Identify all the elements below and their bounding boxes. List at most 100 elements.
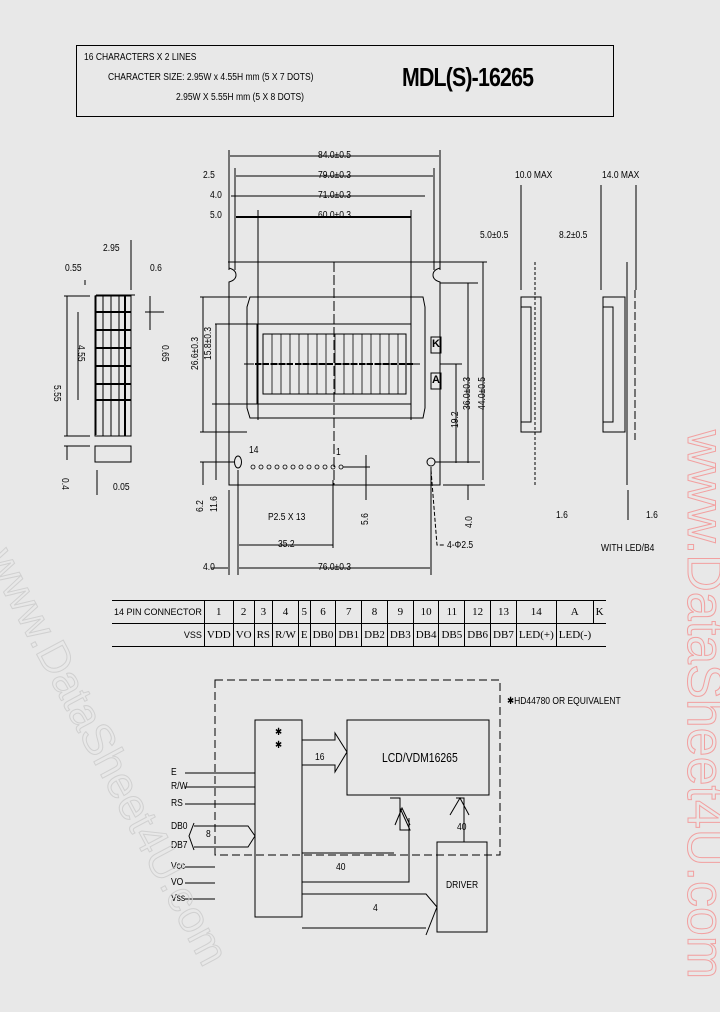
pin-number: 2	[232, 600, 255, 624]
spec-line-1: 16 CHARACTERS X 2 LINES	[84, 52, 197, 63]
pin-number: 14	[515, 600, 557, 624]
dim-offset-2-5: 2.5	[203, 170, 215, 181]
dim-char-pitch: 2.95	[103, 243, 120, 254]
pin-signal: VDD	[203, 623, 234, 647]
pin-signal: DB0	[309, 623, 336, 647]
pin-number: 4	[272, 600, 299, 624]
dim-view-height: 15.8±0.3	[203, 326, 214, 360]
input-vo: VO	[171, 877, 184, 888]
pin-14-label: 14	[249, 445, 259, 456]
pin-signal: DB7	[490, 623, 517, 647]
input-vcc: Vcc	[171, 861, 186, 872]
pin-signal: DB2	[361, 623, 388, 647]
dim-offset-5-0: 5.0	[210, 210, 222, 221]
side-views	[520, 185, 637, 520]
dim-pin-offset: 35.2	[278, 539, 295, 550]
pin-signal: VO	[232, 623, 255, 647]
block-diagram	[185, 679, 501, 936]
top-dimensions	[228, 150, 441, 420]
pin-number: 5	[297, 600, 311, 624]
with-led-caption: WITH LED/B4	[601, 543, 655, 554]
pin-signal: R/W	[272, 623, 299, 647]
dim-offset-4-0: 4.0	[210, 190, 222, 201]
dim-dot-space: 0.05	[113, 482, 130, 493]
dim-19-2: 19.2	[450, 411, 461, 428]
pin-signal: VSS	[183, 630, 202, 640]
pin-signal: LED(+)	[515, 623, 557, 647]
bus-8: 8	[206, 829, 211, 840]
pin-signal: DB5	[438, 623, 465, 647]
pin-signal: DB3	[386, 623, 414, 647]
bus-16: 16	[315, 752, 325, 763]
pin-number: 9	[386, 600, 414, 624]
table-title: 14 PIN CONNECTOR	[114, 607, 202, 617]
pin-number: 8	[361, 600, 388, 624]
driver-label: DRIVER	[446, 880, 479, 891]
pin-signal: DB4	[412, 623, 439, 647]
dim-overall-height: 26.6±0.3	[190, 336, 201, 370]
pin-number: 3	[253, 600, 273, 624]
model-title: MDL(S)-16265	[402, 62, 534, 92]
pin-signal: DB1	[335, 623, 362, 647]
side-left-thick: 1.6	[556, 510, 568, 521]
input-e: E	[171, 767, 177, 778]
dim-dot-gap: 0.6	[150, 263, 162, 274]
dim-dot-pitch: 0.55	[65, 263, 82, 274]
hole-callout: 4-Φ2.5	[447, 540, 474, 551]
spec-line-3: 2.95W X 5.55H mm (5 X 8 DOTS)	[176, 92, 305, 103]
pin-number: 11	[438, 600, 465, 624]
dim-5-6: 5.6	[360, 513, 371, 525]
hd44780-note: ✱HD44780 OR EQUIVALENT	[507, 696, 621, 707]
pin-signal-row: VSS VDD VO RS R/W E DB0 DB1 DB2 DB3 DB4 …	[112, 623, 606, 647]
dim-overall-width: 84.0±0.5	[318, 150, 352, 161]
dim-4-0-right: 4.0	[464, 516, 475, 528]
pin-signal: RS	[253, 623, 273, 647]
right-dimensions	[343, 261, 487, 546]
side-right-max: 14.0 MAX	[602, 170, 640, 181]
dim-char-height-7: 4.55	[75, 345, 86, 362]
pin-signal: DB6	[464, 623, 491, 647]
dim-viewing-width: 71.0±0.3	[318, 190, 352, 201]
side-left-max: 10.0 MAX	[515, 170, 553, 181]
dim-36-0: 36.0±0.3	[462, 376, 473, 410]
bus-40-b: 40	[457, 822, 467, 833]
pin-number-row: 14 PIN CONNECTOR 1 2 3 4 5 6 7 8 9 10 11…	[112, 600, 606, 624]
dim-active-width: 60.0±0.3	[318, 210, 352, 221]
input-db7: DB7	[171, 840, 188, 851]
input-rs: RS	[171, 798, 183, 809]
dim-dot-height: 0.65	[159, 345, 170, 362]
input-vss: Vss	[171, 893, 186, 904]
led-a-label: A	[432, 374, 440, 386]
watermark-right: www.DataSheet4U.com	[676, 430, 720, 980]
pin-1-label: 1	[336, 447, 341, 458]
pin-number: 7	[335, 600, 362, 624]
dim-pin-pitch: P2.5 X 13	[268, 512, 306, 523]
chip-mark-2: ✱	[275, 740, 283, 751]
controller-label: LCD/VDM16265	[382, 750, 458, 765]
header-box	[76, 45, 614, 117]
spec-line-2: CHARACTER SIZE: 2.95W x 4.55H mm (5 X 7 …	[108, 72, 314, 83]
input-db0: DB0	[171, 821, 188, 832]
dim-11-6: 11.6	[209, 496, 220, 512]
pin-number: 1	[203, 600, 234, 624]
side-right-dim: 8.2±0.5	[559, 230, 588, 241]
pin-signal: LED(-)	[555, 623, 594, 647]
dim-pcb-width: 79.0±0.3	[318, 170, 352, 181]
module-outline	[228, 261, 442, 486]
char-detail	[64, 240, 164, 495]
chip-mark-1: ✱	[275, 727, 283, 738]
pin-number: 13	[490, 600, 517, 624]
bus-40-a: 40	[336, 862, 346, 873]
pin-number: K	[592, 600, 606, 624]
left-dimensions	[200, 296, 432, 575]
input-rw: R/W	[171, 781, 188, 792]
pin-number: 12	[464, 600, 491, 624]
dim-char-height: 5.55	[51, 385, 62, 402]
pin-number: 10	[412, 600, 439, 624]
dim-6-2: 6.2	[195, 500, 206, 512]
dim-line-gap: 0.4	[59, 478, 70, 490]
dim-44-0: 44.0±0.5	[477, 376, 488, 410]
dim-hole-offset: 4.0	[203, 562, 215, 573]
bus-4: 4	[373, 903, 378, 914]
